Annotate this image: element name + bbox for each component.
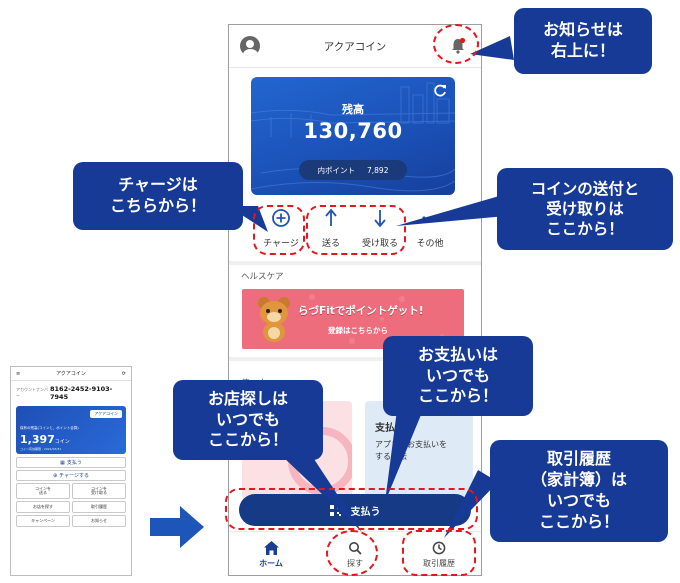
usage-card-line1: アプリでお支払いを xyxy=(375,440,447,449)
highlight-charge xyxy=(253,205,305,255)
highlight-pay xyxy=(225,488,478,530)
old-charge-label: チャージする xyxy=(59,473,90,479)
nav-history-label: 取引履歴 xyxy=(423,559,455,568)
send-label: 送る xyxy=(321,239,340,249)
old-campaign-button[interactable]: キャンペーン xyxy=(16,515,70,527)
old-balance-card[interactable]: アクアコイン 保有の残高(コインと、ポイント合算) 1,397コイン コイン有効… xyxy=(16,406,126,454)
bear-mascot-icon xyxy=(258,297,290,342)
receive-button[interactable]: 受け取る xyxy=(351,207,409,249)
old-receive-button[interactable]: コインを 受け取る xyxy=(72,483,126,499)
old-menu-grid: コインを 送る コインを 受け取る お店を探す 取引履歴 キャンペーン お知らせ xyxy=(16,483,126,527)
callout-charge: チャージは こちらから！ xyxy=(73,162,243,230)
health-section-title: ヘルスケア xyxy=(241,272,284,282)
highlight-bell xyxy=(433,24,479,64)
old-history-button[interactable]: 取引履歴 xyxy=(72,501,126,513)
pay-button[interactable]: 支払う xyxy=(239,494,471,526)
account-icon[interactable] xyxy=(240,36,260,56)
home-icon xyxy=(263,540,279,555)
callout-pay: お支払いは いつでも ここから！ xyxy=(383,336,533,416)
banner-title: らづFitでポイントゲット! xyxy=(298,305,424,317)
callout-history: 取引履歴 （家計簿）は いつでも ここから！ xyxy=(490,440,668,542)
callout-store: お店探しは いつでも ここから！ xyxy=(173,380,323,460)
callout-tail-history xyxy=(444,470,498,538)
banner-pattern xyxy=(309,294,445,344)
banner-subtitle: 登録はこちらから xyxy=(328,326,388,335)
points-value: 7,892 xyxy=(367,165,389,175)
sync-icon[interactable]: ⟳ xyxy=(121,370,126,377)
old-balance-value: 1,397 xyxy=(20,433,55,446)
old-pay-icon: ▦ xyxy=(60,459,65,466)
highlight-send-receive xyxy=(306,205,406,255)
old-account-number: 8162-2452-9103-7945 xyxy=(50,385,113,401)
callout-tail-pay xyxy=(385,410,423,502)
old-account-label: アカウントナンバー xyxy=(16,387,48,398)
usage-card-title: 支払う xyxy=(375,423,405,434)
section-divider-2 xyxy=(229,357,481,361)
section-divider xyxy=(229,261,481,265)
balance-card[interactable]: 残高 130,760 内ポイント 7,892 xyxy=(251,77,455,195)
points-label: 内ポイント xyxy=(317,165,356,175)
charge-label: チャージ xyxy=(263,239,299,249)
callout-notice: お知らせは 右上に！ xyxy=(514,8,652,74)
old-notice-button[interactable]: お知らせ xyxy=(72,515,126,527)
send-button[interactable]: 送る xyxy=(302,207,360,249)
charge-button[interactable]: チャージ xyxy=(252,207,310,249)
arrow-down-icon xyxy=(374,210,386,228)
old-card-caption: 保有の残高(コインと、ポイント合算) xyxy=(20,426,79,430)
balance-amount: 130,760 xyxy=(303,119,403,143)
old-pay-label: 支払う xyxy=(66,460,82,466)
pay-button-label: 支払う xyxy=(350,506,381,518)
callout-tail-store xyxy=(282,456,362,532)
old-app-header: ≡ アクアコイン ⟳ xyxy=(11,367,131,381)
old-pay-button[interactable]: ▦ 支払う xyxy=(16,457,126,468)
header-divider xyxy=(229,67,481,68)
points-pill: 内ポイント 7,892 xyxy=(299,160,407,180)
old-charge-button[interactable]: ⊕ チャージする xyxy=(16,470,126,481)
callout-tail-send xyxy=(396,194,506,226)
highlight-search xyxy=(326,530,378,576)
old-account-row: アカウントナンバー 8162-2452-9103-7945 xyxy=(11,381,131,403)
old-store-button[interactable]: お店を探す xyxy=(16,501,70,513)
menu-icon[interactable]: ≡ xyxy=(16,370,21,377)
balance-label: 残高 xyxy=(342,103,364,116)
other-label: その他 xyxy=(416,239,444,249)
old-send-button[interactable]: コインを 送る xyxy=(16,483,70,499)
callout-tail-notice xyxy=(470,36,514,60)
old-card-tag: アクアコイン xyxy=(90,410,122,418)
nav-history[interactable]: 取引履歴 xyxy=(409,540,469,569)
nav-home-label: ホーム xyxy=(259,559,283,568)
old-charge-icon: ⊕ xyxy=(52,472,58,479)
callout-send-receive: コインの送付と 受け取りは ここから！ xyxy=(497,168,673,250)
old-balance-unit: コイン xyxy=(54,439,70,445)
highlight-history xyxy=(402,530,476,576)
old-app-title: アクアコイン xyxy=(56,371,86,377)
refresh-icon[interactable] xyxy=(433,84,447,98)
old-card-sub: コイン有効期限 : 2021/07/31 xyxy=(20,447,62,451)
app-title: アクアコイン xyxy=(323,40,387,53)
receive-label: 受け取る xyxy=(361,239,398,249)
old-app-screen: ≡ アクアコイン ⟳ アカウントナンバー 8162-2452-9103-7945… xyxy=(10,366,132,576)
right-arrow-icon xyxy=(150,506,204,548)
nav-home[interactable]: ホーム xyxy=(241,540,301,569)
old-balance: 1,397コイン xyxy=(20,433,70,446)
plus-circle-icon xyxy=(272,209,290,227)
clock-icon xyxy=(432,541,446,554)
arrow-up-icon xyxy=(325,208,337,226)
